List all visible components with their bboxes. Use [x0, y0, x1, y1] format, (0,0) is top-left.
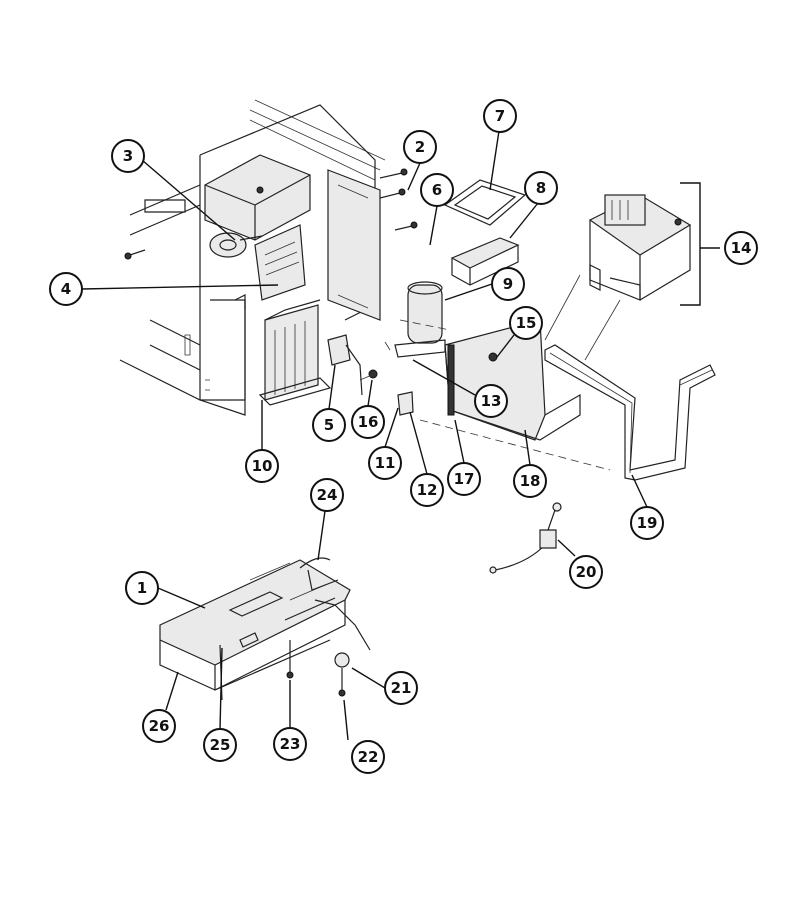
callout-21-label: 21 — [391, 679, 412, 697]
alignment-lines — [399, 274, 621, 471]
callout-22-label: 22 — [358, 748, 379, 766]
callout-11-label: 11 — [375, 454, 396, 472]
callout-1-label: 1 — [137, 579, 147, 597]
callout-7-label: 7 — [495, 107, 505, 125]
callout-13-label: 13 — [481, 392, 502, 410]
callout-18: 18 — [513, 464, 547, 498]
callout-26-label: 26 — [149, 717, 170, 735]
side-panel — [124, 168, 418, 321]
callout-16: 16 — [351, 405, 385, 439]
callout-10-label: 10 — [252, 457, 273, 475]
magnetron-assembly — [204, 154, 311, 301]
callout-26: 26 — [142, 709, 176, 743]
callout-2-label: 2 — [415, 138, 425, 156]
capacitor — [384, 281, 446, 358]
callout-15: 15 — [509, 306, 543, 340]
fuse-holder — [327, 334, 363, 396]
callout-11: 11 — [368, 446, 402, 480]
callout-6-label: 6 — [432, 181, 442, 199]
transformer — [258, 299, 332, 406]
callout-9-label: 9 — [503, 275, 513, 293]
callout-18-label: 18 — [520, 472, 541, 490]
callout-20-label: 20 — [576, 563, 597, 581]
group-bracket-14 — [680, 182, 720, 306]
callout-12-label: 12 — [417, 481, 438, 499]
leader-lines — [81, 130, 648, 741]
callout-14-label: 14 — [731, 239, 752, 257]
callout-22: 22 — [351, 740, 385, 774]
callout-21: 21 — [384, 671, 418, 705]
callout-10: 10 — [245, 449, 279, 483]
callout-24: 24 — [310, 478, 344, 512]
wire-harness — [489, 502, 562, 574]
callout-15-label: 15 — [516, 314, 537, 332]
duct-gasket — [544, 344, 716, 481]
fan-motor — [588, 194, 692, 301]
callout-14: 14 — [724, 231, 758, 265]
callout-4: 4 — [49, 272, 83, 306]
callout-4-label: 4 — [61, 280, 71, 298]
callout-17: 17 — [447, 462, 481, 496]
callout-24-label: 24 — [317, 486, 338, 504]
callout-6: 6 — [420, 173, 454, 207]
callout-16-label: 16 — [358, 413, 379, 431]
base-plate — [159, 557, 371, 701]
callout-5-label: 5 — [324, 416, 334, 434]
callout-20: 20 — [569, 555, 603, 589]
gasket — [443, 179, 527, 226]
callout-19-label: 19 — [637, 514, 658, 532]
callout-8-label: 8 — [536, 179, 546, 197]
callout-23: 23 — [273, 727, 307, 761]
filter — [450, 237, 520, 286]
callout-7: 7 — [483, 99, 517, 133]
callout-19: 19 — [630, 506, 664, 540]
callout-25-label: 25 — [210, 736, 231, 754]
callout-8: 8 — [524, 171, 558, 205]
callout-2: 2 — [403, 130, 437, 164]
callout-17-label: 17 — [454, 470, 475, 488]
callout-12: 12 — [410, 473, 444, 507]
callout-1: 1 — [125, 571, 159, 605]
callout-13: 13 — [474, 384, 508, 418]
callout-9: 9 — [491, 267, 525, 301]
callout-3-label: 3 — [123, 147, 133, 165]
callout-3: 3 — [111, 139, 145, 173]
callout-5: 5 — [312, 408, 346, 442]
callout-25: 25 — [203, 728, 237, 762]
small-components — [359, 369, 414, 416]
callout-23-label: 23 — [280, 735, 301, 753]
